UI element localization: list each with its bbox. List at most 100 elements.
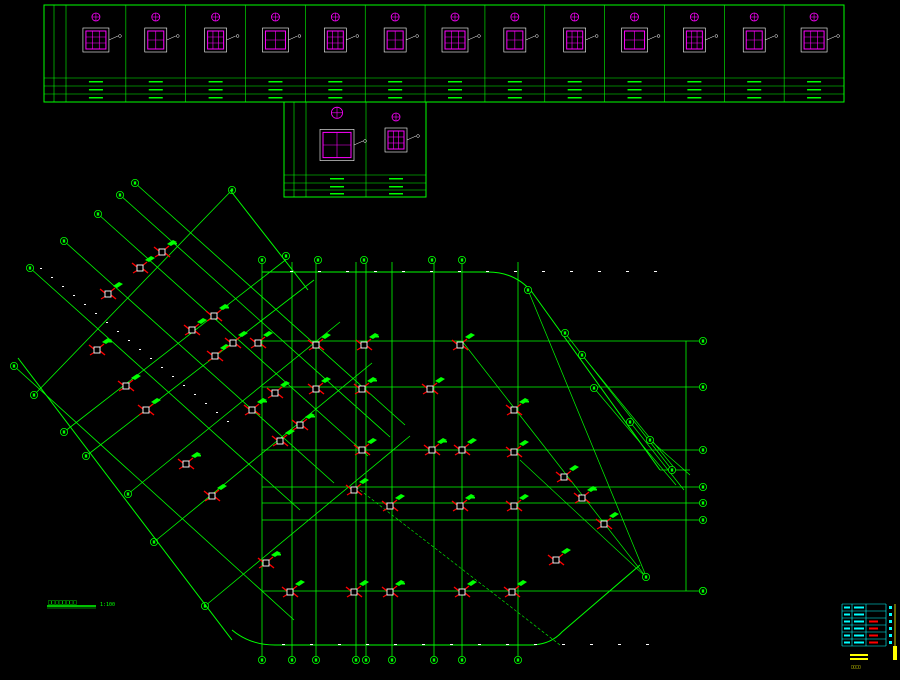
- column-dim-mark: [566, 477, 573, 483]
- legend-caption: □□□□: [851, 664, 861, 669]
- legend-cell-text: [854, 613, 864, 616]
- column-dim-mark: [282, 441, 289, 447]
- legend-side-mark: [889, 613, 892, 616]
- column-dim-mark: [462, 345, 469, 351]
- axis-bubble-label: [126, 492, 130, 496]
- axis-bubble-label: [32, 393, 36, 397]
- column-section: [229, 339, 237, 347]
- table2-frame: [283, 101, 427, 198]
- column-section: [248, 406, 256, 414]
- table-cell-text: [448, 81, 462, 83]
- column-tag: [151, 398, 161, 404]
- table-cell-text: [208, 89, 223, 91]
- axis-bubble-label: [701, 518, 705, 522]
- table-cell-text: [268, 81, 283, 83]
- column-dim-mark: [307, 383, 314, 389]
- legend-cell-text: [844, 613, 850, 616]
- column-dim-mark: [595, 518, 602, 524]
- dimension-tick: [318, 271, 321, 272]
- column-tag: [467, 580, 477, 586]
- column-dim-mark: [254, 410, 261, 416]
- axis-bubble-label: [701, 339, 705, 343]
- section-leader: [346, 35, 356, 41]
- column-section: [510, 448, 518, 456]
- axis-bubble-label: [354, 658, 358, 662]
- dimension-tick: [62, 286, 64, 287]
- column-section: [271, 389, 279, 397]
- column-tag-text: [224, 307, 229, 309]
- table-cell-text: [807, 81, 822, 83]
- column-dim-mark: [307, 339, 314, 345]
- rebar-cage: [207, 30, 225, 50]
- column-section-detail: [742, 12, 778, 53]
- axis-bubble-label: [516, 658, 520, 662]
- table-cell-text: [807, 89, 822, 91]
- axis-line-diagonal: [97, 213, 369, 457]
- column-dim-mark: [464, 450, 471, 456]
- table-frame: [43, 4, 845, 103]
- column-tag: [220, 344, 230, 350]
- column-dim-mark: [318, 345, 325, 351]
- axis-line-diagonal: [153, 362, 373, 543]
- column-tag: [321, 377, 331, 383]
- column-dim-mark: [217, 356, 224, 362]
- dimension-tick: [106, 322, 108, 323]
- column-tag: [517, 580, 527, 586]
- column-dim-mark: [214, 496, 221, 502]
- table-cell-text: [507, 89, 522, 91]
- legend-cell-mark: [869, 634, 878, 637]
- section-leader: [226, 35, 236, 41]
- column-dim-mark: [505, 500, 512, 506]
- axis-bubble-label: [260, 258, 264, 262]
- dimension-tick: [290, 271, 293, 272]
- column-dim-mark: [148, 410, 155, 416]
- column-dim-mark: [183, 324, 190, 330]
- column-dim-mark: [421, 383, 428, 389]
- axis-bubble-label: [230, 188, 234, 192]
- dimension-tick: [161, 367, 163, 368]
- column-dim-mark: [464, 592, 471, 598]
- column-tag: [280, 381, 290, 387]
- axis-line-diagonal: [593, 387, 677, 486]
- column-tag: [197, 318, 207, 324]
- section-leader: [406, 135, 417, 141]
- column-section-detail: [800, 12, 840, 53]
- axis-bubble-label: [84, 454, 88, 458]
- column-marker: [271, 429, 295, 447]
- axis-bubble-label: [430, 258, 434, 262]
- dimension-tick: [172, 376, 174, 377]
- section-outline: [441, 27, 469, 53]
- legend-cell-mark: [869, 627, 878, 630]
- column-section-detail: [144, 12, 180, 53]
- column-dim-mark: [505, 404, 512, 410]
- column-section-detail: [384, 112, 420, 153]
- rebar-cage: [803, 30, 825, 50]
- column-tag: [285, 429, 295, 435]
- column-dim-mark: [584, 498, 591, 504]
- dimension-tick: [346, 271, 349, 272]
- legend-cell-text: [854, 641, 864, 644]
- dimension-tick: [394, 644, 397, 645]
- axis-line-diagonal: [134, 182, 406, 426]
- table-cell-text: [567, 97, 582, 99]
- column-marker: [243, 398, 267, 416]
- column-tag: [295, 580, 305, 586]
- legend-side-mark: [889, 634, 892, 637]
- column-marker: [451, 494, 475, 512]
- column-marker: [421, 377, 445, 395]
- column-marker: [451, 333, 475, 351]
- column-section: [510, 502, 518, 510]
- legend-caption-bar: [850, 654, 868, 656]
- axis-bubble-label: [364, 658, 368, 662]
- column-dim-mark: [260, 343, 267, 349]
- column-section-detail: [503, 12, 539, 53]
- wing-boundary: [17, 357, 233, 641]
- dimension-tick: [40, 268, 42, 269]
- column-dim-mark: [451, 500, 458, 506]
- column-section: [210, 312, 218, 320]
- section-leader-dot: [297, 34, 302, 38]
- column-tag: [435, 377, 445, 383]
- rebar-cage: [566, 30, 584, 50]
- column-tag-text: [107, 341, 112, 343]
